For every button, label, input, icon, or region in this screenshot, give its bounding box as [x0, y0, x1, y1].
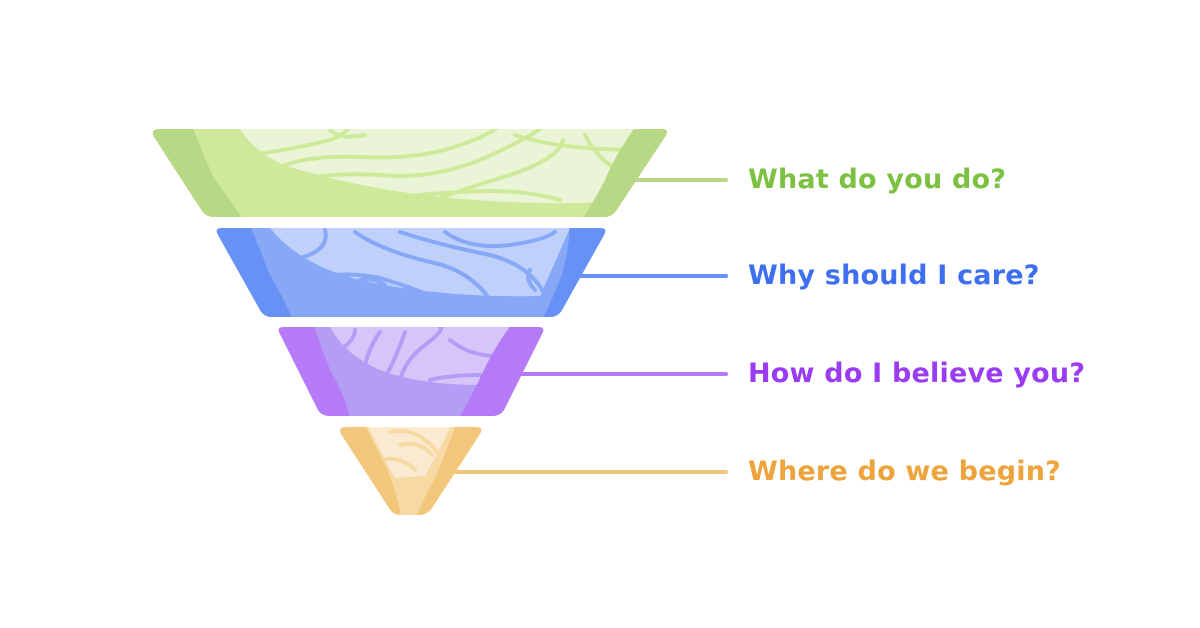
stage-label-4: Where do we begin?	[748, 456, 1061, 487]
funnel-layer-1	[152, 129, 667, 217]
stage-label-3: How do I believe you?	[748, 358, 1086, 389]
funnel-layer-2	[216, 228, 606, 317]
stage-label-1: What do you do?	[748, 164, 1007, 195]
stage-label-2: Why should I care?	[748, 260, 1040, 291]
funnel-layer-3	[278, 327, 544, 416]
